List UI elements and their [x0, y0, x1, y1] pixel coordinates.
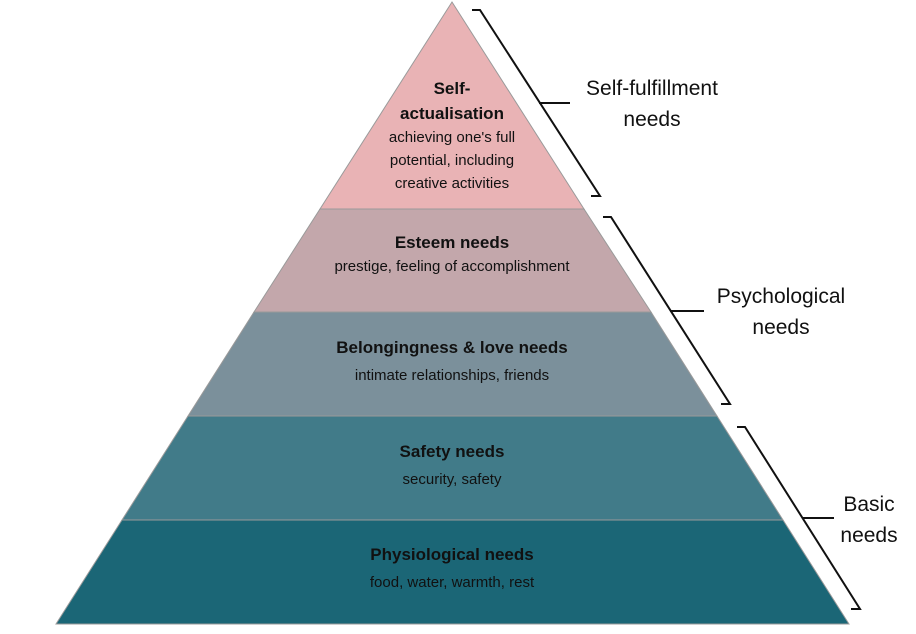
level-self-actualisation: Self- actualisation achieving one's full… — [389, 76, 515, 195]
group-label-line: Self-fulfillment — [586, 77, 718, 100]
level-description: achieving one's full — [388, 129, 516, 146]
group-label-line: Psychological — [716, 285, 846, 308]
level-title: Safety needs — [399, 442, 505, 461]
level-description: prestige, feeling of accomplishment — [334, 258, 570, 275]
level-description-end: creative activities — [394, 175, 510, 192]
level-safety: Safety needs security, safety — [400, 439, 505, 491]
bracket-psychological — [603, 216, 732, 405]
group-label-self-fulfillment: Self-fulfillment needs — [572, 73, 732, 135]
group-label-basic: Basic needs — [834, 489, 904, 551]
level-esteem: Esteem needs prestige, feeling of accomp… — [334, 230, 569, 278]
group-label-line: needs — [623, 108, 681, 131]
group-label-line: Basic — [843, 493, 895, 516]
level-description-continued: potential, including — [389, 152, 515, 169]
level-title: Self- — [433, 79, 471, 98]
level-description: security, safety — [402, 471, 502, 488]
level-title: Physiological needs — [370, 545, 534, 564]
group-label-line: needs — [840, 524, 898, 547]
level-title-continued: actualisation — [400, 104, 504, 123]
level-title: Belongingness & love needs — [336, 338, 568, 357]
group-label-line: needs — [752, 316, 810, 339]
level-description: intimate relationships, friends — [354, 367, 550, 384]
bracket-basic — [737, 426, 862, 610]
level-belongingness: Belongingness & love needs intimate rela… — [336, 335, 567, 387]
level-description: food, water, warmth, rest — [369, 574, 535, 591]
bracket-self-fulfillment — [472, 9, 602, 197]
band-shape-physiological — [55, 519, 850, 625]
level-physiological: Physiological needs food, water, warmth,… — [370, 542, 534, 594]
level-title: Esteem needs — [394, 233, 510, 252]
group-label-psychological: Psychological needs — [705, 281, 857, 343]
